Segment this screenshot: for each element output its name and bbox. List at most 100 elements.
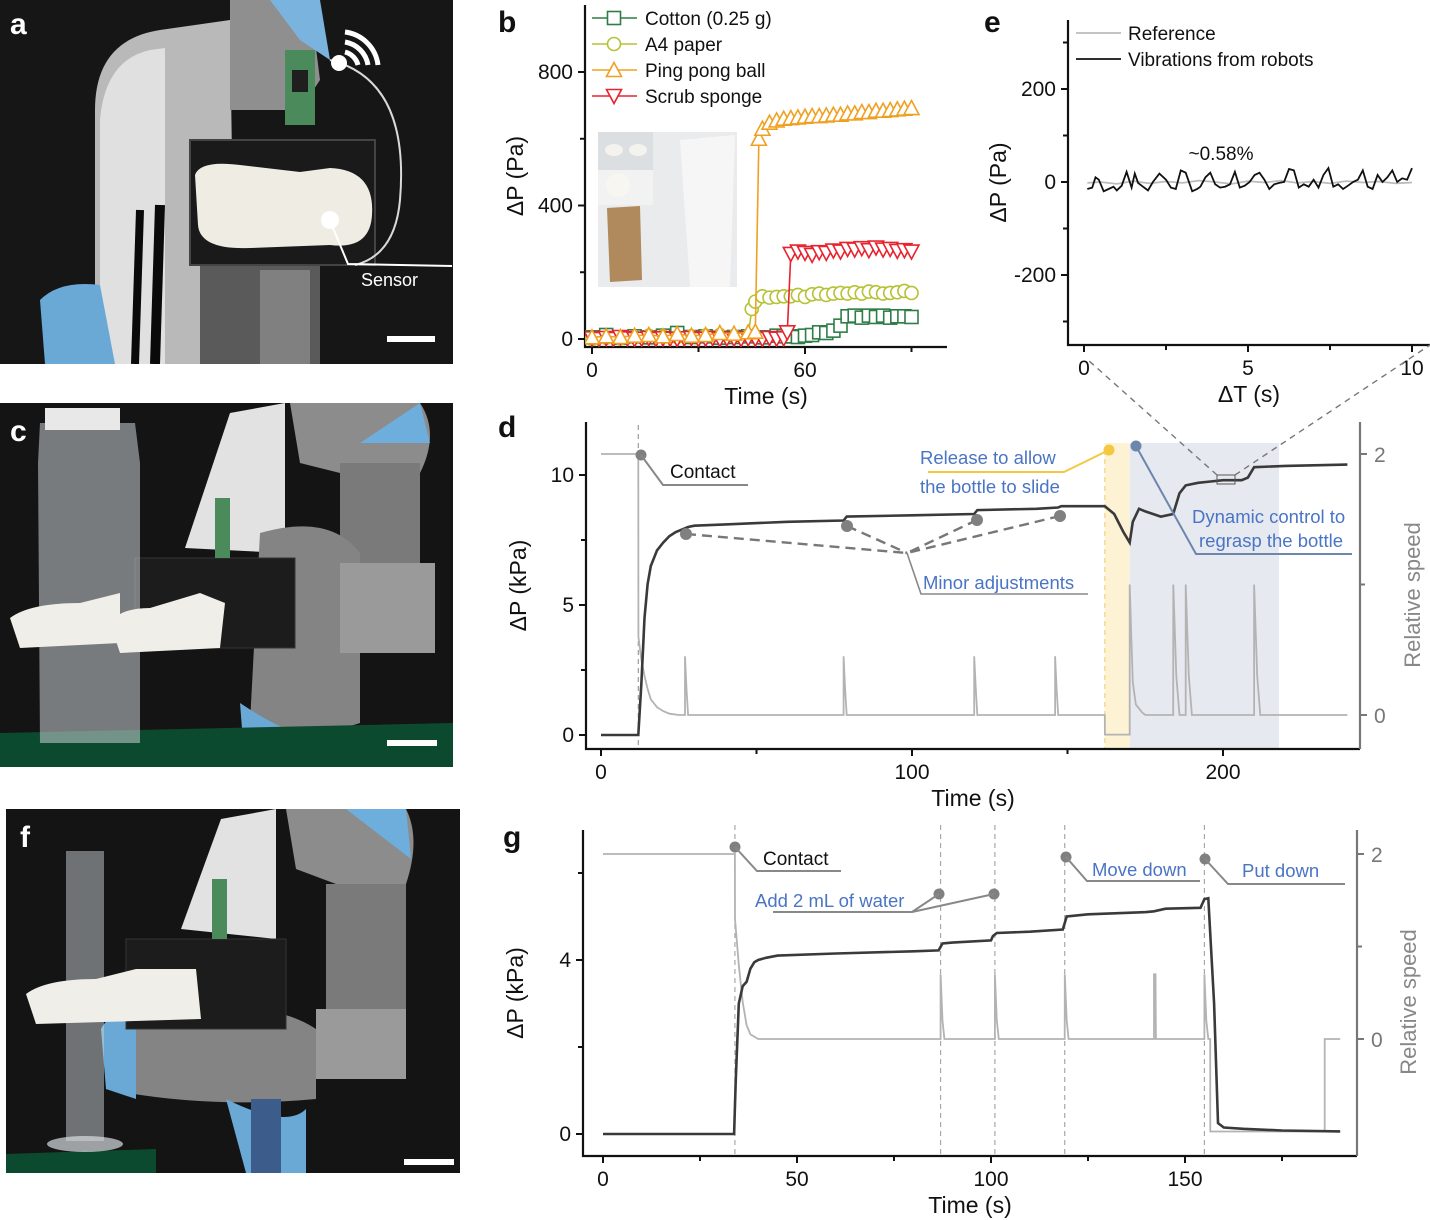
- x-tick-label: 0: [586, 359, 598, 382]
- legend-marker: [606, 10, 622, 26]
- data-point: [611, 327, 630, 345]
- data-point: [746, 322, 765, 339]
- panel-letter-f: f: [20, 821, 30, 854]
- data-point: [654, 327, 672, 344]
- zoom-link-line: [1087, 359, 1218, 476]
- panel-letter-g: g: [503, 821, 522, 854]
- robot-grasping-cylinder-photo: [6, 809, 460, 1173]
- minor-adjustments-leader: [906, 552, 1088, 595]
- contact-label: Contact: [670, 462, 736, 483]
- data-point: [710, 323, 729, 341]
- adjustment-leader: [685, 532, 908, 555]
- adjustment-leader: [906, 514, 1061, 555]
- y-tick-label: 0: [559, 1123, 571, 1146]
- zoom-box: [1216, 474, 1236, 485]
- legend-item: Reference: [1076, 24, 1216, 45]
- put-down-leader: [1204, 858, 1345, 885]
- y2-tick-label: 2: [1374, 444, 1386, 467]
- x-axis-label: Time (s): [931, 785, 1014, 811]
- put-down-label: Put down: [1242, 860, 1319, 881]
- x-axis-label: Time (s): [928, 1192, 1011, 1218]
- data-point: [682, 326, 701, 343]
- x-tick-label: 200: [1205, 761, 1240, 784]
- percentage-annotation: ~0.58%: [1189, 144, 1254, 165]
- x-tick-label: 100: [894, 761, 929, 784]
- data-point: [668, 324, 687, 342]
- panel-letter-a: a: [10, 8, 27, 41]
- legend-item: A4 paper: [592, 35, 723, 56]
- y-tick-label: 10: [551, 464, 574, 487]
- x-tick-label: 50: [785, 1168, 808, 1191]
- legend-item: Vibrations from robots: [1076, 50, 1314, 71]
- y-axis-label: ΔP (kPa): [505, 540, 531, 632]
- x-tick-label: 0: [597, 1168, 609, 1191]
- move-down-leader: [1065, 856, 1200, 882]
- photo-panel-a: a Sensor: [0, 0, 453, 364]
- regrasp-label-line1: Dynamic control to: [1192, 506, 1345, 527]
- axis-frame: [583, 5, 947, 349]
- contact-label: Contact: [763, 849, 829, 870]
- adjustment-marker: [1054, 510, 1066, 522]
- contact-leader: [640, 454, 748, 486]
- y-tick-label: 0: [562, 724, 574, 747]
- data-point: [750, 129, 768, 147]
- legend-label: Ping pong ball: [645, 61, 765, 82]
- y-tick-label: 5: [562, 594, 574, 617]
- series-pressure: [601, 463, 1348, 737]
- photo-panel-f: f: [6, 809, 460, 1173]
- series-ping-pong-ball: [585, 98, 921, 345]
- shaded-region-release: [1104, 443, 1130, 748]
- axis-frame: [581, 830, 1357, 1158]
- data-point: [902, 244, 921, 261]
- y-tick-label: 0: [561, 328, 573, 351]
- regrasp-leader: [1135, 445, 1352, 555]
- legend-label: Cotton (0.25 g): [645, 9, 772, 30]
- data-point: [904, 285, 919, 301]
- panel-letter-d: d: [498, 411, 517, 444]
- y2-axis-label: Relative speed: [1396, 929, 1421, 1075]
- scale-bar: [387, 740, 437, 746]
- shaded-region-regrasp: [1129, 443, 1279, 748]
- legend-label: Vibrations from robots: [1128, 50, 1314, 71]
- contact-leader: [734, 846, 841, 872]
- series-relative-speed: [603, 853, 1341, 1133]
- y2-tick-label: 0: [1371, 1029, 1383, 1052]
- legend-marker: [605, 60, 623, 78]
- inset-objects-photo: [598, 132, 737, 287]
- x-tick-label: 5: [1242, 357, 1254, 380]
- y-axis-label: ΔP (Pa): [985, 142, 1011, 222]
- adjustment-leader: [846, 524, 908, 555]
- water-leader: [773, 893, 995, 913]
- axis-frame: [1066, 20, 1430, 347]
- axis-frame: [584, 422, 1360, 751]
- photo-panel-c: c: [0, 403, 453, 767]
- adjustment-marker: [680, 528, 692, 540]
- legend-label: Reference: [1128, 24, 1216, 45]
- legend-marker: [606, 36, 622, 52]
- release-label-line1: Release to allow: [920, 447, 1056, 468]
- x-axis-label: ΔT (s): [1218, 381, 1280, 407]
- data-point: [696, 325, 715, 343]
- add-water-label: Add 2 mL of water: [755, 890, 904, 911]
- legend-marker: [605, 88, 623, 106]
- adjustment-marker: [971, 514, 983, 526]
- series-vibrations-from-robots: [1087, 166, 1413, 193]
- x-tick-label: 100: [973, 1168, 1008, 1191]
- sensor-label: Sensor: [361, 270, 419, 290]
- x-tick-label: 0: [1078, 357, 1090, 380]
- y-tick-label: 0: [1044, 171, 1056, 194]
- adjustment-leader: [906, 518, 978, 555]
- data-point: [902, 98, 921, 116]
- y-tick-label: 400: [538, 195, 573, 218]
- zoom-link-line: [1234, 344, 1430, 476]
- release-leader: [928, 449, 1110, 473]
- data-point: [625, 326, 644, 343]
- panel-letter-c: c: [10, 415, 27, 448]
- scale-bar: [404, 1159, 454, 1165]
- x-axis-label: Time (s): [724, 383, 807, 409]
- wifi-icon: [331, 29, 381, 71]
- legend-item: Scrub sponge: [592, 87, 762, 108]
- data-point: [585, 328, 601, 345]
- data-point: [725, 324, 743, 341]
- y2-tick-label: 0: [1374, 705, 1386, 728]
